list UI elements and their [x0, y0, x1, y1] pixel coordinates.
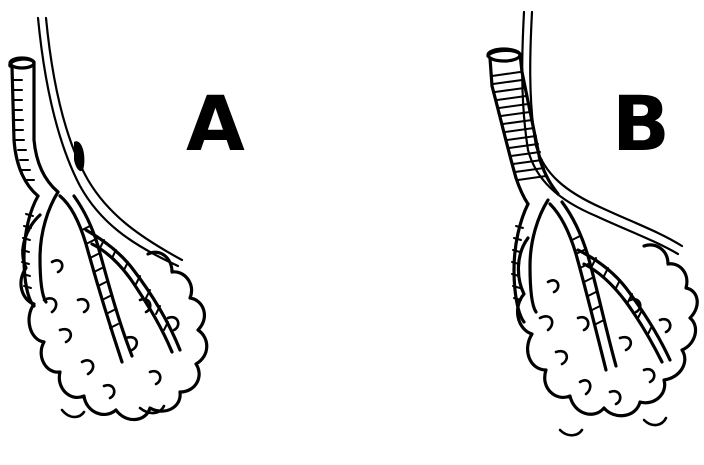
panel-b-branch-middle: [550, 202, 616, 370]
panel-a-lesion-marker: [74, 141, 84, 171]
panel-a-branch-left: [24, 192, 58, 306]
panel-a-duct-opening: [10, 58, 34, 68]
panel-a-lobule-marks: [44, 260, 178, 417]
panel-b: B: [488, 12, 697, 435]
panel-b-duct-rings: [492, 72, 546, 180]
panel-a: A: [10, 18, 245, 420]
panel-b-label: B: [612, 79, 670, 168]
panel-a-label: A: [186, 79, 245, 168]
panel-b-lobule-marks: [540, 280, 670, 435]
panel-a-branch-middle-hatching: [82, 226, 118, 328]
panel-a-nerve: [38, 18, 182, 266]
